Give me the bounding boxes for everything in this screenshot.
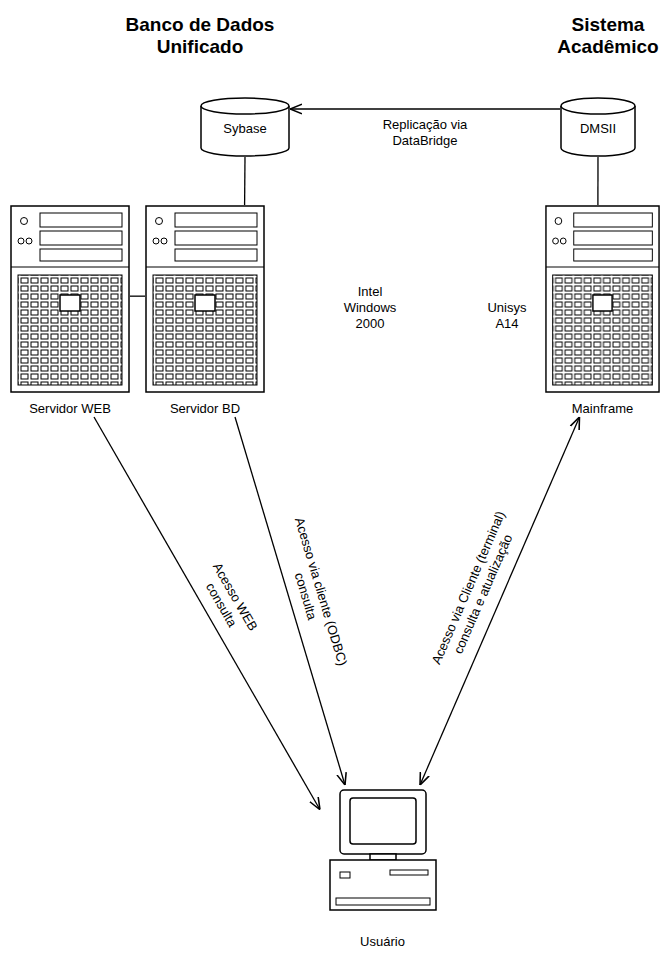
section-title: Sistema Acadêmico xyxy=(553,14,663,58)
connector-label: Acesso via cliente (ODBC) consulta xyxy=(272,504,354,685)
mainframe-node: Mainframe xyxy=(545,205,660,417)
server-node: Servidor BD xyxy=(145,205,265,417)
node-label: DMSII xyxy=(560,97,636,137)
connector xyxy=(244,157,246,205)
connector xyxy=(130,296,145,297)
node-label: Servidor BD xyxy=(145,401,265,417)
connector xyxy=(94,417,320,810)
cylinder-top xyxy=(201,98,289,114)
connector xyxy=(597,157,598,205)
database-cylinder: Sybase xyxy=(200,97,290,157)
database-cylinder: DMSII xyxy=(560,97,636,157)
mainframe-tower xyxy=(546,206,659,392)
node-label: Usuário xyxy=(320,934,445,950)
node-label: Servidor WEB xyxy=(10,401,130,417)
section-title: Banco de Dados Unificado xyxy=(115,14,285,58)
connector-label: Acesso WEB consulta xyxy=(190,553,265,650)
connector-label: Replicação via DataBridge xyxy=(373,117,477,149)
connector xyxy=(290,108,560,109)
node-label: Mainframe xyxy=(545,401,660,417)
platform-note: Unisys A14 xyxy=(478,300,536,332)
cylinder-top xyxy=(561,98,635,114)
computer-icon xyxy=(330,790,436,910)
node-label: Sybase xyxy=(200,97,290,137)
connector-label: Acesso via Cliente (terminal) consulta e… xyxy=(421,491,531,691)
platform-note: Intel Windows 2000 xyxy=(335,284,405,332)
connector xyxy=(420,417,580,785)
user-computer: Usuário xyxy=(320,785,445,950)
server-tower xyxy=(146,206,264,392)
server-node: Servidor WEB xyxy=(10,205,130,417)
server-tower xyxy=(11,206,129,392)
